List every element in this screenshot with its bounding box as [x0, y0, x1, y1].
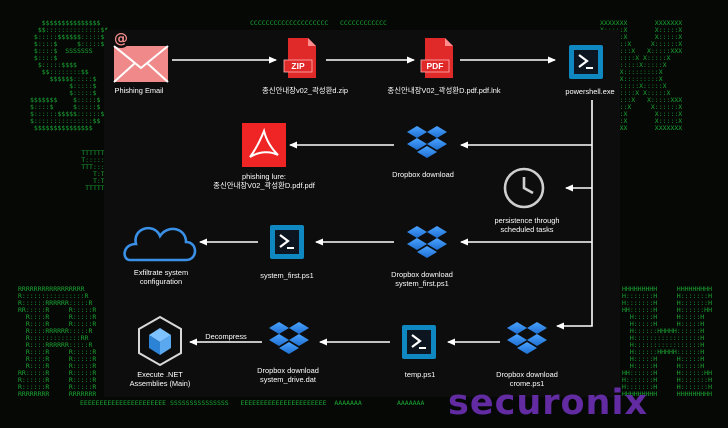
pdf-lnk-icon: PDF: [420, 38, 453, 78]
label-lure-pdf: phishing lure: 종신안내장V02_곽성환D.pdf.pdf: [213, 172, 315, 190]
powershell-icon-system-first: [268, 223, 306, 261]
cloud-icon: [123, 226, 197, 262]
label-dropbox-download: Dropbox download: [392, 170, 454, 179]
dropbox-icon-crome: [507, 322, 547, 354]
matrix-top-left: $$$$$$$$$$$$$$$ $$::::::::::::::$$ $::::…: [30, 20, 109, 132]
matrix-bottom-strip: EEEEEEEEEEEEEEEEEEEEEE SSSSSSSSSSSSSSS E…: [80, 400, 425, 407]
powershell-icon: [567, 43, 605, 81]
powershell-icon-temp: [400, 323, 438, 361]
clock-icon: [503, 167, 545, 209]
label-phishing-email: Phishing Email: [114, 86, 164, 95]
label-exfiltrate: Exfiltrate system configuration: [133, 268, 189, 286]
matrix-bottom-left: RRRRRRRRRRRRRRRRR R::::::::::::::::R R::…: [18, 286, 97, 398]
dropbox-icon-lure: [407, 126, 447, 158]
label-dropbox-crome: Dropbox download crome.ps1: [496, 370, 558, 388]
trunk-line: [460, 100, 593, 330]
label-zip-file: 종신안내장v02_곽성환d.zip: [261, 86, 349, 95]
dropbox-icon-system-first: [407, 226, 447, 258]
email-icon: @: [112, 30, 169, 83]
dropbox-icon-system-drive: [269, 322, 309, 354]
label-dropbox-system-drive: Dropbox download system_drive.dat: [257, 366, 319, 384]
pdf-lure-icon: [242, 123, 286, 167]
matrix-top-center: CCCCCCCCCCCCCCCCCCCC CCCCCCCCCCCC: [250, 20, 387, 27]
label-lnk-file: 종신안내장V02_곽성환D.pdf.pdf.lnk: [387, 86, 501, 95]
svg-text:@: @: [114, 31, 128, 47]
label-decompress: Decompress: [205, 332, 247, 341]
label-temp-ps1: temp.ps1: [404, 370, 436, 379]
label-dropbox-system-first: Dropbox download system_first.ps1: [391, 270, 453, 288]
dotnet-assembly-icon: [138, 315, 182, 367]
label-powershell: powershell.exe: [565, 87, 615, 96]
brand-logo-text: securonix: [448, 383, 649, 423]
zip-badge-text: ZIP: [291, 61, 305, 71]
pdf-badge-text: PDF: [427, 61, 444, 71]
label-system-first: system_first.ps1: [260, 271, 314, 280]
label-persistence: persistence through scheduled tasks: [494, 216, 560, 234]
matrix-top-left-t: TTTTTTTTT T:::::::T TTT:::TTT T:T T:T TT…: [81, 150, 117, 192]
zip-file-icon: ZIP: [283, 38, 316, 78]
matrix-bottom-right: HHHHHHHHH HHHHHHHHH H:::::::H H:::::::H …: [622, 286, 713, 398]
label-execute-net: Execute .NET Assemblies (Main): [129, 370, 191, 388]
